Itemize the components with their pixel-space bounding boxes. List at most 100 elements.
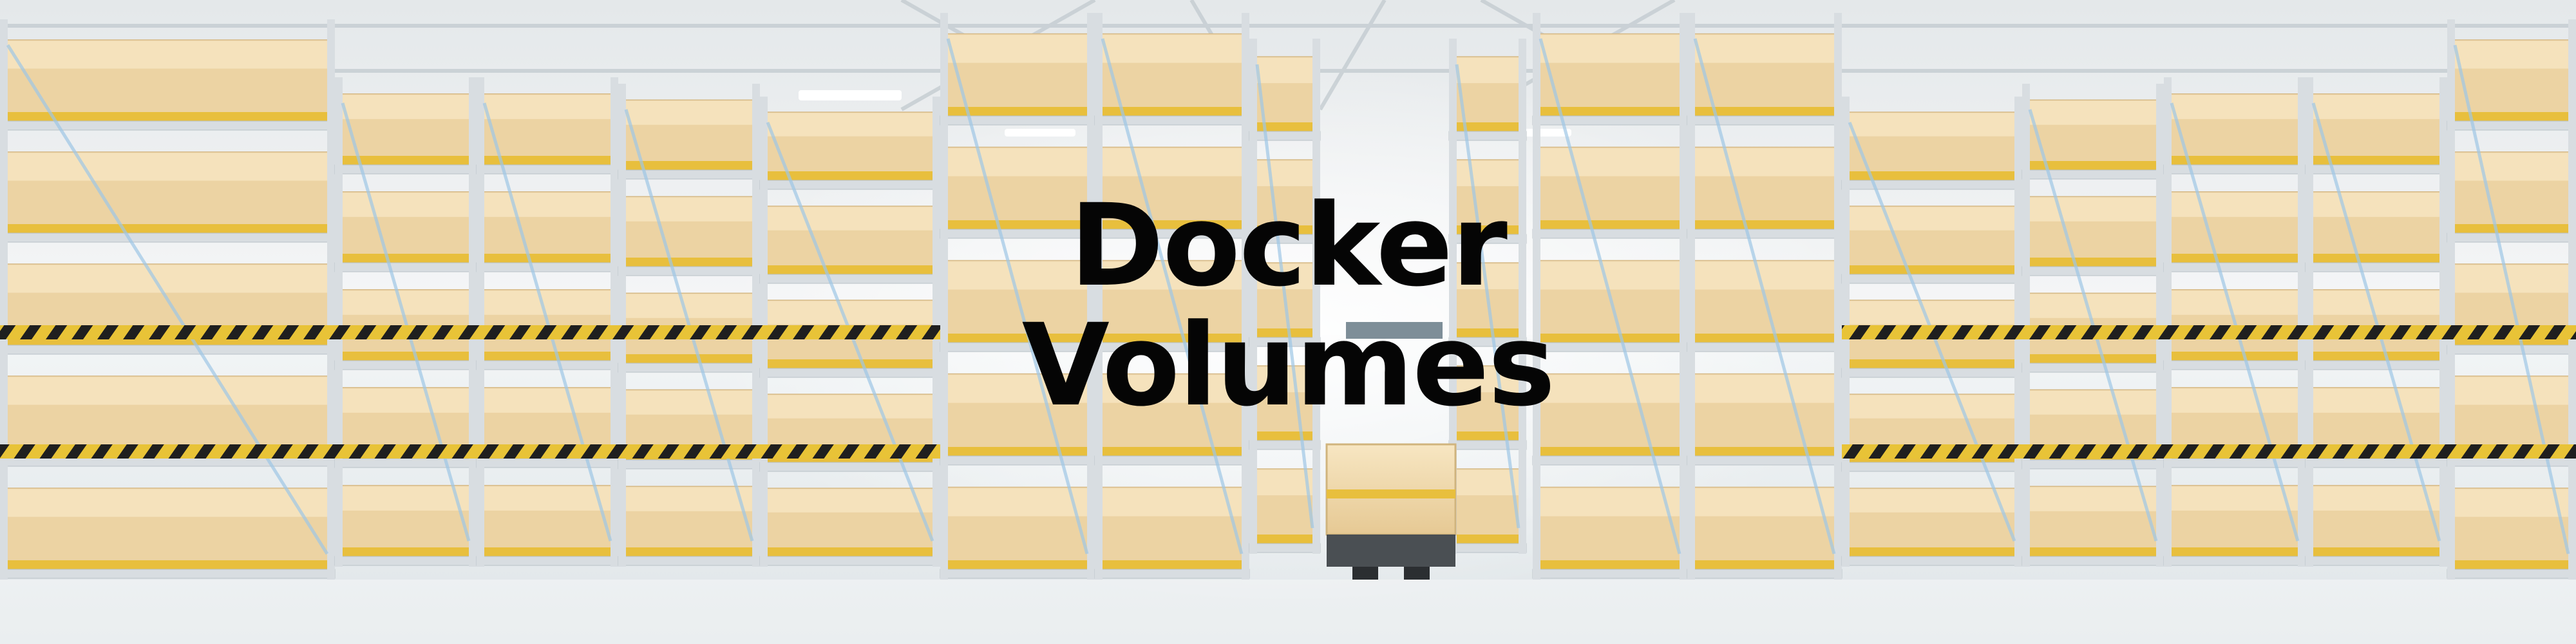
rack-brace — [1101, 38, 1244, 554]
box-highlight — [625, 100, 753, 125]
pallet-strip — [2029, 547, 2157, 556]
pallet-strip — [2454, 560, 2570, 569]
rack-beam — [940, 115, 1095, 126]
pallet-strip — [1848, 171, 2016, 180]
pallet-strip — [2029, 161, 2157, 170]
rack-brace — [946, 38, 1089, 554]
pallet-strip — [766, 265, 934, 274]
pallet-strip — [1256, 328, 1314, 337]
rack-beam — [476, 556, 619, 566]
pallet-strip — [1256, 431, 1314, 440]
pallet-strip — [766, 547, 934, 556]
box-highlight — [1256, 57, 1314, 84]
rack-beam — [1687, 455, 1842, 466]
box-highlight — [1848, 112, 2016, 137]
box-highlight — [766, 300, 934, 325]
pallet-strip — [2312, 156, 2441, 165]
box-highlight — [2454, 488, 2570, 517]
box-highlight — [2312, 192, 2441, 217]
pallet-strip — [625, 354, 753, 363]
rack-beam — [2305, 262, 2448, 272]
rack-beam — [476, 262, 619, 272]
box-highlight — [2170, 486, 2299, 511]
rack-beam — [2447, 120, 2576, 131]
box-highlight — [766, 112, 934, 137]
pallet-strip — [625, 258, 753, 267]
pallet-strip — [625, 547, 753, 556]
rack-upright — [1834, 13, 1842, 580]
pallet-strip — [2454, 224, 2570, 233]
box-highlight — [1539, 374, 1681, 403]
rack-beam — [2447, 232, 2576, 243]
rack-upright — [2306, 77, 2313, 567]
rack-beam — [2447, 345, 2576, 355]
pallet-strip — [1101, 447, 1243, 456]
rack-beam — [0, 120, 336, 131]
rack-beam — [1532, 115, 1688, 126]
box-highlight — [2029, 100, 2157, 125]
rack-beam — [618, 266, 761, 276]
pallet-strip — [2029, 354, 2157, 363]
pallet-strip — [1539, 560, 1681, 569]
rack-beam — [2447, 457, 2576, 467]
pallet-strip — [1694, 220, 1835, 229]
pallet-strip — [1455, 225, 1520, 234]
box-highlight — [1848, 300, 2016, 325]
rack-brace — [2311, 102, 2441, 542]
box-highlight — [947, 34, 1088, 63]
hazard-stripe — [0, 325, 940, 339]
floor-reflection — [0, 580, 2576, 644]
box-highlight — [1256, 160, 1314, 187]
pallet-strip — [341, 352, 470, 361]
box-highlight — [2312, 388, 2441, 413]
box-highlight — [1539, 261, 1681, 290]
box-highlight — [2170, 94, 2299, 119]
rack-upright — [1519, 39, 1526, 554]
rack-brace — [1539, 38, 1681, 554]
rack-beam — [1532, 569, 1688, 579]
rack-beam — [0, 569, 336, 579]
rack-beam — [334, 164, 477, 175]
pallet-strip — [483, 547, 612, 556]
rack-beam — [1841, 462, 2023, 472]
box-highlight — [1694, 147, 1835, 176]
box-highlight — [947, 488, 1088, 516]
rack-beam — [2022, 266, 2164, 276]
pallet-strip — [1455, 328, 1520, 337]
rack-beam — [476, 458, 619, 468]
pallet-strip — [1101, 560, 1243, 569]
box-highlight — [1539, 488, 1681, 516]
pallet-strip — [2170, 254, 2299, 263]
box-highlight — [1101, 34, 1243, 63]
box-highlight — [1455, 366, 1520, 393]
shelving-racks — [0, 13, 2576, 580]
box-highlight — [1848, 394, 2016, 419]
rack-beam — [2305, 164, 2448, 175]
rack-beam — [940, 455, 1095, 466]
rack-beam — [759, 556, 941, 566]
rack-beam — [1249, 543, 1321, 553]
pallet-strip — [1256, 535, 1314, 544]
box-highlight — [6, 152, 328, 181]
rack-beam — [1687, 115, 1842, 126]
box-highlight — [2454, 376, 2570, 405]
box-highlight — [1101, 261, 1243, 290]
rack-beam — [1841, 556, 2023, 566]
box-highlight — [483, 486, 612, 511]
box-highlight — [1101, 488, 1243, 516]
rack-beam — [618, 169, 761, 180]
rack-beam — [2305, 360, 2448, 370]
pallet-strip — [2170, 547, 2299, 556]
box-highlight — [1848, 488, 2016, 513]
rack-beam — [1094, 115, 1250, 126]
rack-upright — [1533, 13, 1540, 580]
rack-upright — [611, 77, 618, 567]
rack-upright — [469, 77, 477, 567]
box-highlight — [766, 394, 934, 419]
rack-upright — [2164, 77, 2172, 567]
pallet-strip — [1455, 431, 1520, 440]
pallet-strip — [2170, 156, 2299, 165]
rack-upright — [1312, 39, 1320, 554]
rack-beam — [2163, 458, 2306, 468]
